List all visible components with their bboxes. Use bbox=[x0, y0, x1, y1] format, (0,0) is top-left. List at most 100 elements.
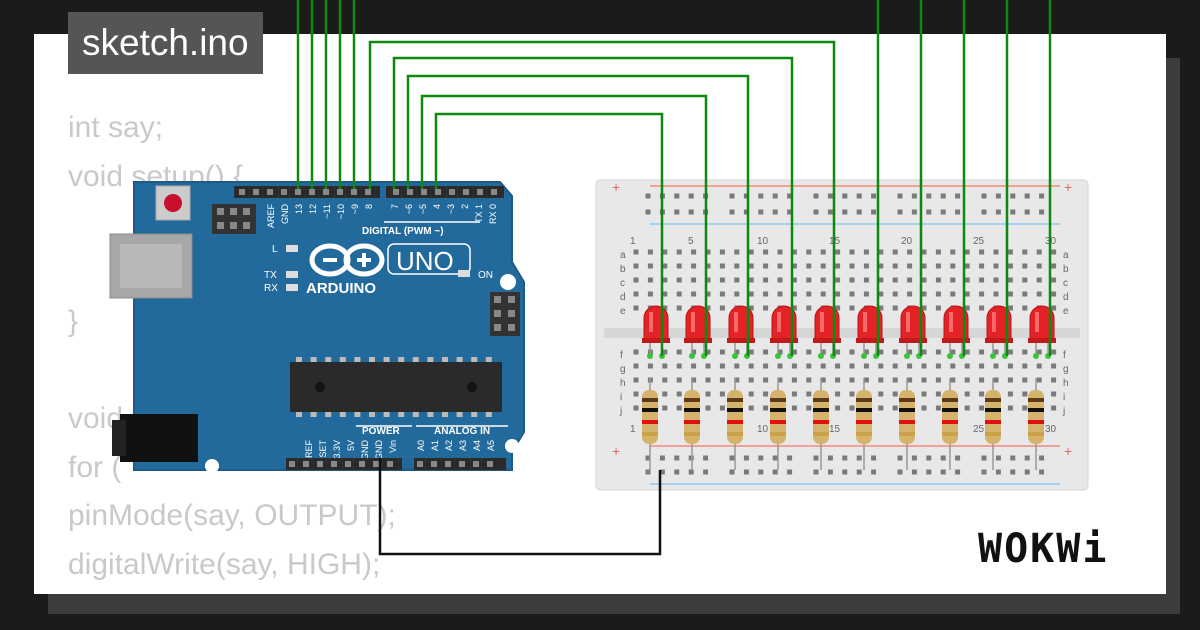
row-letter: f bbox=[1063, 350, 1066, 361]
resistor[interactable] bbox=[684, 378, 700, 470]
red-led[interactable] bbox=[942, 305, 970, 359]
mounting-hole bbox=[500, 274, 516, 290]
row-letter: b bbox=[1063, 264, 1069, 275]
row-letter: a bbox=[620, 250, 626, 261]
red-led[interactable] bbox=[856, 305, 884, 359]
resistor[interactable] bbox=[856, 378, 872, 470]
tx-led bbox=[286, 271, 298, 278]
column-number: 5 bbox=[688, 236, 694, 247]
rail-plus-label: + bbox=[612, 443, 620, 459]
resistor[interactable] bbox=[985, 378, 1001, 470]
tx-led-label: TX bbox=[264, 270, 277, 281]
row-letter: c bbox=[620, 278, 625, 289]
power-pin-label: 3.3V bbox=[332, 440, 342, 459]
code-line: } bbox=[68, 305, 79, 338]
analog-pin-label: A5 bbox=[486, 440, 496, 451]
code-line: int say; bbox=[68, 111, 164, 144]
wokwi-logo: WOKWi bbox=[978, 526, 1109, 572]
row-letter: i bbox=[620, 392, 622, 403]
digital-pin-label: TX 1 bbox=[474, 204, 484, 223]
red-led[interactable] bbox=[684, 305, 712, 359]
arduino-model: UNO bbox=[396, 246, 454, 276]
analog-pin-label: A1 bbox=[430, 440, 440, 451]
signal-wires bbox=[296, 0, 1052, 356]
column-number: 25 bbox=[973, 236, 985, 247]
red-led[interactable] bbox=[899, 305, 927, 359]
code-line: pinMode(say, OUTPUT); bbox=[68, 499, 396, 532]
arduino-logo-icon bbox=[309, 243, 385, 277]
analog-label: ANALOG IN bbox=[434, 426, 490, 437]
digital-pin-label: ~10 bbox=[336, 204, 346, 219]
power-pin-label: RESET bbox=[318, 440, 328, 471]
column-number: 10 bbox=[757, 424, 769, 435]
resistor[interactable] bbox=[642, 378, 658, 470]
power-label: POWER bbox=[362, 426, 401, 437]
rail-plus-label: + bbox=[612, 179, 620, 195]
row-letter: g bbox=[620, 364, 626, 375]
digital-pin-label: GND bbox=[280, 204, 290, 225]
atmega-chip bbox=[290, 362, 502, 412]
analog-pin-label: A3 bbox=[458, 440, 468, 451]
red-led[interactable] bbox=[1028, 305, 1056, 359]
power-pin-label: GND bbox=[360, 440, 370, 461]
analog-pin-label: A4 bbox=[472, 440, 482, 451]
reset-button-cap[interactable] bbox=[164, 194, 182, 212]
digital-pin-label: ~11 bbox=[322, 204, 332, 219]
code-line: for ( bbox=[68, 450, 122, 484]
power-jack bbox=[120, 414, 198, 462]
row-letter: h bbox=[1063, 378, 1069, 389]
resistor[interactable] bbox=[770, 378, 786, 470]
digital-pin-label: ~9 bbox=[350, 204, 360, 214]
digital-pin-label: RX 0 bbox=[488, 204, 498, 224]
column-number: 15 bbox=[829, 424, 841, 435]
digital-pin-label: ~5 bbox=[418, 204, 428, 214]
rx-led bbox=[286, 284, 298, 291]
digital-pin-label: 13 bbox=[294, 204, 304, 214]
breadboard: + + + + 1 5 10 15 20 25 30 1 5 10 15 20 … bbox=[595, 179, 1089, 491]
row-letter: d bbox=[1063, 292, 1069, 303]
rail-plus-label: + bbox=[1064, 443, 1072, 459]
digital-pin-label: ~3 bbox=[446, 204, 456, 214]
red-led[interactable] bbox=[770, 305, 798, 359]
row-letter: h bbox=[620, 378, 626, 389]
mounting-hole bbox=[205, 459, 219, 473]
row-letter: d bbox=[620, 292, 626, 303]
column-number: 30 bbox=[1045, 424, 1057, 435]
column-number: 25 bbox=[973, 424, 985, 435]
rail-plus-label: + bbox=[1064, 179, 1072, 195]
resistor[interactable] bbox=[899, 378, 915, 470]
column-number: 10 bbox=[757, 236, 769, 247]
digital-header-right bbox=[386, 186, 504, 198]
file-tab[interactable]: sketch.ino bbox=[68, 12, 263, 74]
resistor[interactable] bbox=[813, 378, 829, 470]
power-pin-label: 5V bbox=[346, 440, 356, 451]
rx-led-label: RX bbox=[264, 283, 278, 294]
digital-pin-label: 4 bbox=[432, 204, 442, 209]
column-number: 1 bbox=[630, 236, 636, 247]
l-led bbox=[286, 245, 298, 252]
row-letter: e bbox=[1063, 306, 1069, 317]
column-number: 20 bbox=[901, 236, 913, 247]
resistor[interactable] bbox=[727, 378, 743, 470]
row-letter: g bbox=[1063, 364, 1069, 375]
digital-pin-label: ~6 bbox=[404, 204, 414, 214]
column-number: 1 bbox=[630, 424, 636, 435]
digital-pin-label: 2 bbox=[460, 204, 470, 209]
resistor[interactable] bbox=[942, 378, 958, 470]
resistor[interactable] bbox=[1028, 378, 1044, 470]
analog-pin-label: A0 bbox=[416, 440, 426, 451]
code-line: digitalWrite(say, HIGH); bbox=[68, 547, 381, 581]
digital-pin-label: 7 bbox=[390, 204, 400, 209]
digital-label: DIGITAL (PWM ~) bbox=[362, 226, 444, 237]
digital-pin-label: 8 bbox=[364, 204, 374, 209]
row-letter: j bbox=[619, 406, 622, 417]
mounting-hole bbox=[505, 439, 519, 453]
on-label: ON bbox=[478, 270, 493, 281]
analog-pin-label: A2 bbox=[444, 440, 454, 451]
row-letter: e bbox=[620, 306, 626, 317]
row-letter: c bbox=[1063, 278, 1068, 289]
red-led[interactable] bbox=[985, 305, 1013, 359]
row-letter: j bbox=[1062, 406, 1065, 417]
